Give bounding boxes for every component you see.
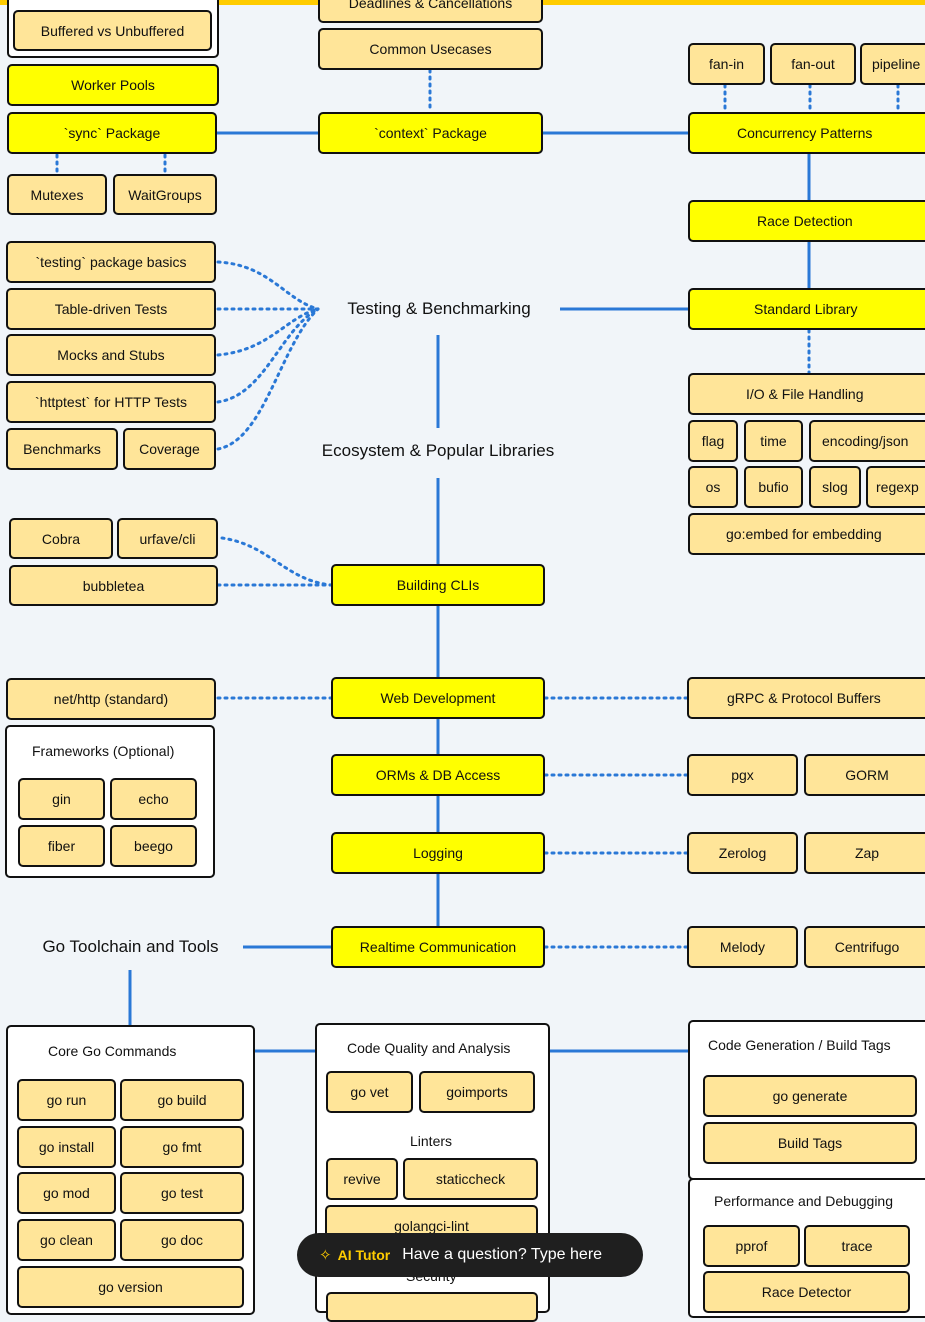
node-melody[interactable]: Melody bbox=[687, 926, 798, 968]
node-race-detection[interactable]: Race Detection bbox=[688, 200, 925, 242]
magic-wand-icon: ✧ bbox=[319, 1247, 332, 1264]
node-coverage[interactable]: Coverage bbox=[123, 428, 216, 470]
node-time[interactable]: time bbox=[744, 420, 803, 462]
node-revive[interactable]: revive bbox=[326, 1158, 398, 1200]
group-frameworks-title: Frameworks (Optional) bbox=[32, 743, 175, 759]
node-fan-in[interactable]: fan-in bbox=[688, 43, 765, 85]
node-urfave-cli[interactable]: urfave/cli bbox=[117, 518, 218, 559]
node-waitgroups[interactable]: WaitGroups bbox=[113, 174, 217, 215]
node-httptest[interactable]: `httptest` for HTTP Tests bbox=[6, 381, 216, 423]
node-io-file-handling[interactable]: I/O & File Handling bbox=[688, 373, 925, 415]
group-performance-title: Performance and Debugging bbox=[714, 1193, 894, 1209]
node-table-driven-tests[interactable]: Table-driven Tests bbox=[6, 288, 216, 330]
node-trace[interactable]: trace bbox=[804, 1225, 910, 1267]
node-os[interactable]: os bbox=[688, 466, 738, 508]
node-slog[interactable]: slog bbox=[809, 466, 861, 508]
node-mocks-and-stubs[interactable]: Mocks and Stubs bbox=[6, 334, 216, 376]
node-grpc[interactable]: gRPC & Protocol Buffers bbox=[687, 677, 925, 719]
node-go-build[interactable]: go build bbox=[120, 1079, 244, 1121]
label-ecosystem[interactable]: Ecosystem & Popular Libraries bbox=[321, 441, 555, 460]
node-go-install[interactable]: go install bbox=[17, 1126, 116, 1168]
group-code-generation-title: Code Generation / Build Tags bbox=[708, 1037, 891, 1053]
group-core-commands-title: Core Go Commands bbox=[48, 1043, 177, 1059]
node-go-generate[interactable]: go generate bbox=[703, 1075, 917, 1117]
node-go-version[interactable]: go version bbox=[17, 1266, 244, 1308]
node-pipeline[interactable]: pipeline bbox=[860, 43, 925, 85]
node-centrifugo[interactable]: Centrifugo bbox=[804, 926, 925, 968]
group-linters-title: Linters bbox=[410, 1133, 453, 1149]
label-go-toolchain[interactable]: Go Toolchain and Tools bbox=[42, 937, 219, 956]
label-testing-benchmarking[interactable]: Testing & Benchmarking bbox=[347, 299, 531, 318]
node-concurrency-patterns[interactable]: Concurrency Patterns bbox=[688, 112, 925, 154]
node-worker-pools[interactable]: Worker Pools bbox=[7, 64, 219, 106]
node-go-doc[interactable]: go doc bbox=[120, 1219, 244, 1261]
node-common-usecases[interactable]: Common Usecases bbox=[318, 28, 543, 70]
node-deadlines-cancellations[interactable]: Deadlines & Cancellations bbox=[318, 0, 543, 23]
node-zap[interactable]: Zap bbox=[804, 832, 925, 874]
node-gorm[interactable]: GORM bbox=[804, 754, 925, 796]
node-pprof[interactable]: pprof bbox=[703, 1225, 800, 1267]
node-race-detector[interactable]: Race Detector bbox=[703, 1271, 910, 1313]
node-regexp[interactable]: regexp bbox=[866, 466, 925, 508]
group-code-quality-title: Code Quality and Analysis bbox=[347, 1040, 511, 1056]
ai-tutor-badge: AI Tutor bbox=[337, 1247, 391, 1263]
node-echo[interactable]: echo bbox=[110, 778, 197, 820]
node-go-run[interactable]: go run bbox=[17, 1079, 116, 1121]
node-mutexes[interactable]: Mutexes bbox=[7, 174, 107, 215]
node-zerolog[interactable]: Zerolog bbox=[687, 832, 798, 874]
node-realtime-communication[interactable]: Realtime Communication bbox=[331, 926, 545, 968]
node-logging[interactable]: Logging bbox=[331, 832, 545, 874]
node-go-vet[interactable]: go vet bbox=[326, 1071, 413, 1113]
node-gin[interactable]: gin bbox=[18, 778, 105, 820]
node-go-clean[interactable]: go clean bbox=[17, 1219, 116, 1261]
node-fan-out[interactable]: fan-out bbox=[770, 43, 856, 85]
node-standard-library[interactable]: Standard Library bbox=[688, 288, 925, 330]
node-web-development[interactable]: Web Development bbox=[331, 677, 545, 719]
node-pgx[interactable]: pgx bbox=[687, 754, 798, 796]
node-staticcheck[interactable]: staticcheck bbox=[403, 1158, 538, 1200]
ai-tutor-placeholder: Have a question? Type here bbox=[402, 1246, 603, 1263]
node-fiber[interactable]: fiber bbox=[18, 825, 105, 867]
node-sync-package[interactable]: `sync` Package bbox=[7, 112, 217, 154]
node-context-package[interactable]: `context` Package bbox=[318, 112, 543, 154]
node-goimports[interactable]: goimports bbox=[419, 1071, 535, 1113]
node-go-test[interactable]: go test bbox=[120, 1172, 244, 1214]
ai-tutor-input[interactable]: ✧ AI Tutor Have a question? Type here bbox=[297, 1233, 643, 1277]
node-build-tags[interactable]: Build Tags bbox=[703, 1122, 917, 1164]
node-net-http[interactable]: net/http (standard) bbox=[6, 678, 216, 720]
node-encoding-json[interactable]: encoding/json bbox=[809, 420, 925, 462]
node-orms-db-access[interactable]: ORMs & DB Access bbox=[331, 754, 545, 796]
node-bubbletea[interactable]: bubbletea bbox=[9, 565, 218, 606]
node-go-fmt[interactable]: go fmt bbox=[120, 1126, 244, 1168]
node-building-clis[interactable]: Building CLIs bbox=[331, 564, 545, 606]
node-flag[interactable]: flag bbox=[688, 420, 738, 462]
node-testing-basics[interactable]: `testing` package basics bbox=[6, 241, 216, 283]
node-bufio[interactable]: bufio bbox=[744, 466, 803, 508]
node-benchmarks[interactable]: Benchmarks bbox=[6, 428, 118, 470]
node-go-mod[interactable]: go mod bbox=[17, 1172, 116, 1214]
node-cobra[interactable]: Cobra bbox=[9, 518, 113, 559]
node-buffered-vs-unbuffered[interactable]: Buffered vs Unbuffered bbox=[13, 10, 212, 51]
node-go-embed[interactable]: go:embed for embedding bbox=[688, 513, 925, 555]
node-beego[interactable]: beego bbox=[110, 825, 197, 867]
